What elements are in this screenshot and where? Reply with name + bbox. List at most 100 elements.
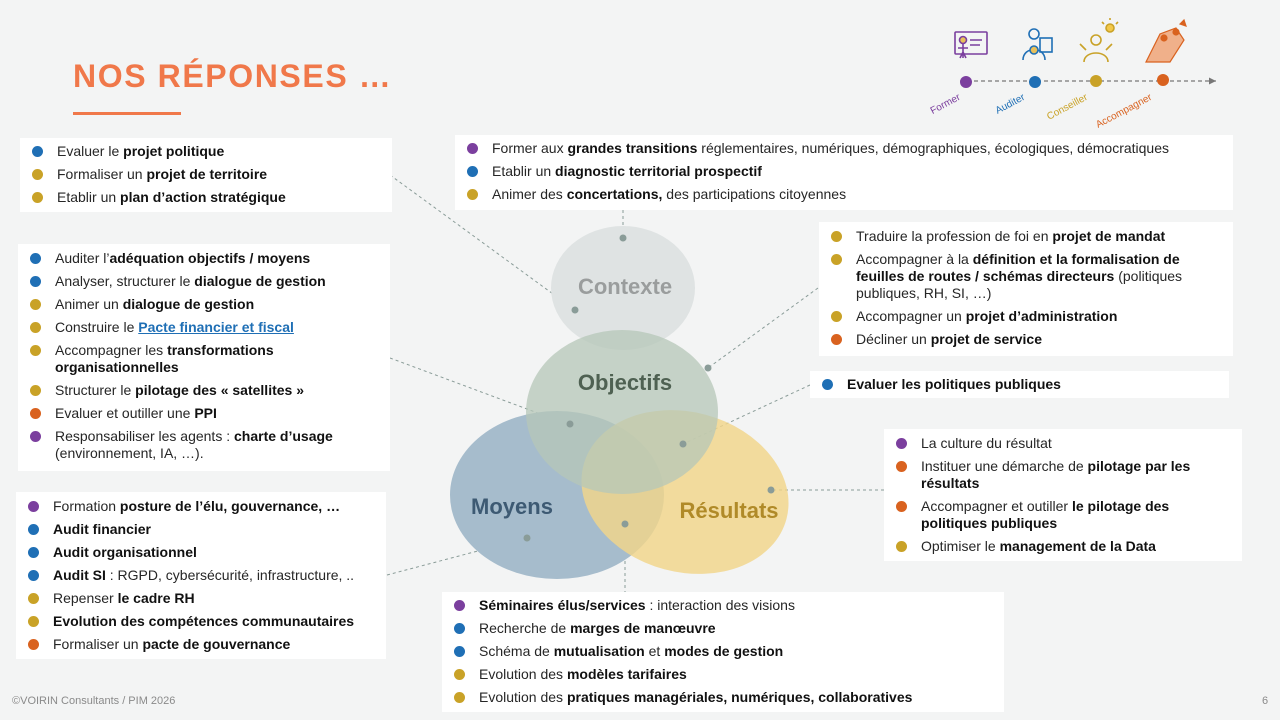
bold-text: plan d’action stratégique bbox=[120, 189, 286, 205]
bullet-dot-conseiller bbox=[831, 254, 842, 265]
bold-text: management de la Data bbox=[999, 538, 1156, 554]
text: Repenser bbox=[53, 590, 118, 606]
bullet-dot-auditer bbox=[30, 276, 41, 287]
bullet-dot-conseiller bbox=[32, 169, 43, 180]
anchor-contexte bbox=[571, 306, 579, 314]
bullet-dot-conseiller bbox=[28, 616, 39, 627]
bold-text: le cadre RH bbox=[117, 590, 195, 606]
bold-text: grandes transitions bbox=[567, 140, 698, 156]
bold-text: Séminaires élus/services bbox=[479, 597, 646, 613]
list-item: Animer des concertations, des participat… bbox=[465, 186, 1227, 203]
bullet-dot-conseiller bbox=[831, 311, 842, 322]
text: Décliner un bbox=[856, 331, 931, 347]
bullet-dot-conseiller bbox=[28, 593, 39, 604]
list-item: Audit financier bbox=[26, 521, 380, 538]
list-item: Evolution des modèles tarifaires bbox=[452, 666, 998, 683]
list-item: La culture du résultat bbox=[894, 435, 1236, 452]
list-item: Animer un dialogue de gestion bbox=[28, 296, 384, 313]
list-item: Schéma de mutualisation et modes de gest… bbox=[452, 643, 998, 660]
bullet-dot-auditer bbox=[467, 166, 478, 177]
title-underline bbox=[73, 112, 181, 115]
bold-text: le pilotage des politiques publiques bbox=[921, 498, 1170, 531]
text: Former aux bbox=[492, 140, 568, 156]
bold-text: charte d’usage bbox=[234, 428, 333, 444]
bold-text: modèles tarifaires bbox=[566, 666, 687, 682]
list-item: Analyser, structurer le dialogue de gest… bbox=[28, 273, 384, 290]
bullet-dot-former bbox=[454, 600, 465, 611]
connector-top-left bbox=[389, 174, 576, 311]
text: La culture du résultat bbox=[921, 435, 1052, 451]
bold-text: pilotage par les résultats bbox=[921, 458, 1191, 491]
text: Evaluer et outiller une bbox=[55, 405, 195, 421]
anchor-objectifs bbox=[566, 420, 574, 428]
list-item: Evaluer les politiques publiques bbox=[820, 376, 1223, 393]
text: Auditer l’ bbox=[55, 250, 110, 266]
bold-text: Audit financier bbox=[53, 521, 152, 537]
list-item: Audit organisationnel bbox=[26, 544, 380, 561]
bold-text: projet politique bbox=[123, 143, 225, 159]
text: Recherche de bbox=[479, 620, 571, 636]
bullet-dot-accompagner bbox=[30, 408, 41, 419]
bold-text: projet d’administration bbox=[965, 308, 1118, 324]
list-item: Evolution des pratiques managériales, nu… bbox=[452, 689, 998, 706]
connector-mid-left bbox=[389, 357, 571, 426]
bullet-dot-auditer bbox=[28, 570, 39, 581]
link-pacte-financier[interactable]: Pacte financier et fiscal bbox=[138, 319, 294, 335]
bullet-dot-conseiller bbox=[30, 299, 41, 310]
box-bottom-center: Séminaires élus/services : interaction d… bbox=[442, 592, 1004, 712]
list-item: Evaluer le projet politique bbox=[30, 143, 386, 160]
bold-text: marges de manœuvre bbox=[570, 620, 716, 636]
list-item: Accompagner les transformations organisa… bbox=[28, 342, 384, 376]
bullet-dot-auditer bbox=[28, 524, 39, 535]
bold-text: projet de territoire bbox=[146, 166, 268, 182]
list-item: Etablir un diagnostic territorial prospe… bbox=[465, 163, 1227, 180]
text: Accompagner un bbox=[856, 308, 966, 324]
list-item: Former aux grandes transitions réglement… bbox=[465, 140, 1227, 157]
list-item: Accompagner et outiller le pilotage des … bbox=[894, 498, 1236, 532]
list-item: Etablir un plan d’action stratégique bbox=[30, 189, 386, 206]
bullet-dot-conseiller bbox=[30, 322, 41, 333]
venn-label-objectifs: Objectifs bbox=[578, 370, 672, 395]
text: et bbox=[644, 643, 665, 659]
venn-label-resultats: Résultats bbox=[679, 498, 778, 523]
text: Accompagner à la bbox=[856, 251, 973, 267]
connector-right-top bbox=[707, 287, 819, 369]
box-top-center: Former aux grandes transitions réglement… bbox=[455, 135, 1233, 210]
bold-text: pacte de gouvernance bbox=[142, 636, 291, 652]
list-item: Audit SI : RGPD, cybersécurité, infrastr… bbox=[26, 567, 380, 584]
list-item: Recherche de marges de manœuvre bbox=[452, 620, 998, 637]
text: (environnement, IA, …). bbox=[55, 445, 204, 461]
bullet-dot-accompagner bbox=[896, 461, 907, 472]
text: Etablir un bbox=[492, 163, 556, 179]
bold-text: modes de gestion bbox=[664, 643, 784, 659]
text: Formaliser un bbox=[57, 166, 147, 182]
bullet-dot-conseiller bbox=[30, 345, 41, 356]
bullet-dot-former bbox=[467, 143, 478, 154]
text: Formaliser un bbox=[53, 636, 143, 652]
text: Construire le bbox=[55, 319, 139, 335]
bold-text: définition et la formalisation de feuill… bbox=[856, 251, 1180, 284]
bullet-dot-accompagner bbox=[28, 639, 39, 650]
box-right-top: Traduire la profession de foi en projet … bbox=[819, 222, 1233, 356]
text: Accompagner et outiller bbox=[921, 498, 1072, 514]
venn-objectifs-circle bbox=[526, 330, 718, 494]
bold-text: Evaluer les politiques publiques bbox=[847, 376, 1061, 392]
text: des participations citoyennes bbox=[662, 186, 847, 202]
bullet-dot-conseiller bbox=[831, 231, 842, 242]
anchor-bottom bbox=[621, 520, 629, 528]
bullet-dot-conseiller bbox=[454, 692, 465, 703]
bullet-dot-auditer bbox=[822, 379, 833, 390]
text: Evaluer le bbox=[57, 143, 124, 159]
anchor-resultats bbox=[767, 486, 775, 494]
bullet-dot-former bbox=[28, 501, 39, 512]
bold-text: adéquation objectifs / moyens bbox=[109, 250, 311, 266]
bullet-dot-conseiller bbox=[454, 669, 465, 680]
list-item: Construire le Pacte financier et fiscal bbox=[28, 319, 384, 336]
bullet-dot-auditer bbox=[454, 623, 465, 634]
list-item: Instituer une démarche de pilotage par l… bbox=[894, 458, 1236, 492]
bold-text: PPI bbox=[194, 405, 217, 421]
bold-text: projet de service bbox=[930, 331, 1042, 347]
bold-text: Audit organisationnel bbox=[53, 544, 197, 560]
text: Traduire la profession de foi en bbox=[856, 228, 1053, 244]
